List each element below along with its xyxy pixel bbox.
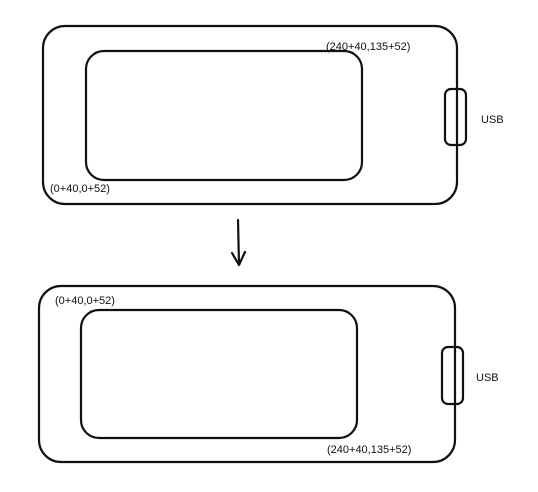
bottom-board: USB (0+40,0+52) (240+40,135+52) [37, 284, 499, 464]
bottom-display-area [79, 308, 359, 440]
top-usb-port [443, 87, 468, 147]
arrow-shaft [236, 218, 241, 266]
top-corner-top-right-label: (240+40,135+52) [326, 41, 410, 53]
bottom-board-outline [37, 284, 457, 464]
bottom-usb-label: USB [476, 372, 499, 384]
bottom-corner-bottom-right-label: (240+40,135+52) [327, 444, 411, 456]
transform-arrow [230, 218, 247, 267]
top-board-outline [41, 24, 459, 206]
top-board: USB (240+40,135+52) (0+40,0+52) [41, 24, 504, 206]
bottom-corner-top-left-label: (0+40,0+52) [55, 295, 115, 307]
arrow-head [230, 250, 247, 267]
top-display-area [84, 49, 364, 182]
top-corner-bottom-left-label: (0+40,0+52) [50, 183, 110, 195]
top-usb-label: USB [481, 114, 504, 126]
bottom-usb-port [440, 345, 465, 406]
